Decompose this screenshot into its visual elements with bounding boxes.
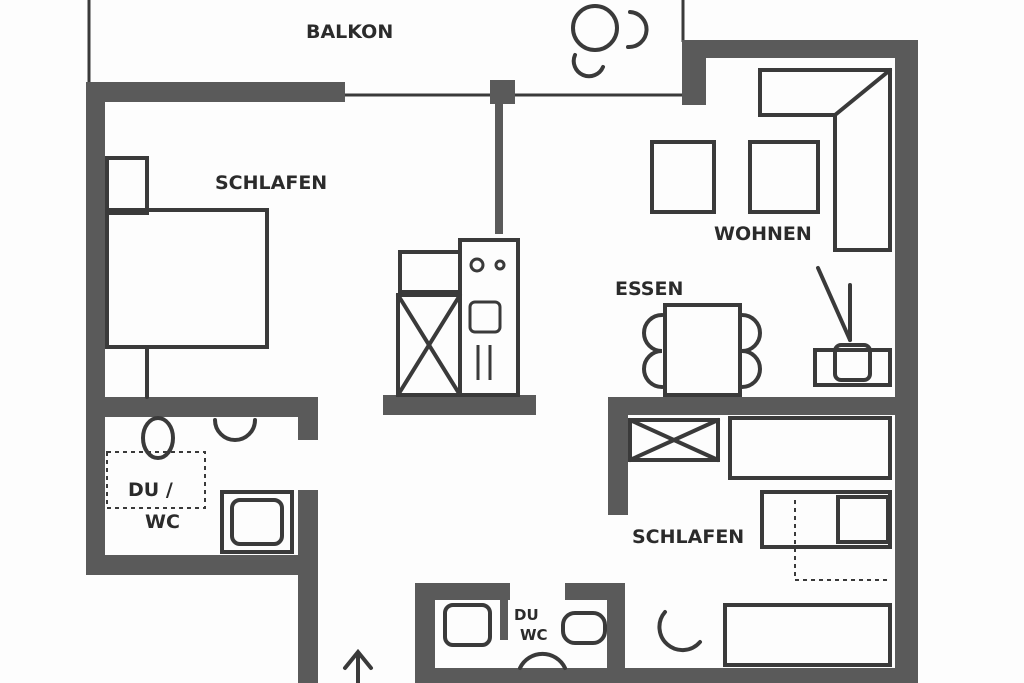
room-label-bath-1-line1: DU / — [128, 479, 173, 501]
bed-icon — [105, 156, 269, 399]
walls — [86, 40, 918, 683]
bathroom-1-fixtures — [106, 416, 294, 554]
entrance-arrow-icon — [343, 648, 373, 683]
room-label-bath-2-line1: DU — [514, 606, 539, 624]
room-label-bath-1-line2: WC — [145, 511, 180, 533]
sofa-icon — [758, 68, 892, 252]
room-label-wohnen: WOHNEN — [714, 223, 812, 245]
room-label-essen: ESSEN — [615, 278, 683, 300]
bathroom-2-fixtures — [443, 603, 607, 670]
room-label-bath-2-line2: WC — [520, 626, 548, 644]
bedroom-2-furniture — [628, 416, 892, 667]
balcony-table-icon — [571, 4, 649, 79]
armchair-icon — [650, 140, 820, 214]
door-swing-icon — [813, 266, 892, 387]
room-label-balkon: BALKON — [306, 21, 393, 43]
room-label-schlafen-2: SCHLAFEN — [632, 526, 744, 548]
room-label-schlafen-1: SCHLAFEN — [215, 172, 327, 194]
dining-table-icon — [642, 303, 762, 397]
kitchen-icon — [396, 238, 520, 397]
balcony-outline — [87, 0, 690, 97]
